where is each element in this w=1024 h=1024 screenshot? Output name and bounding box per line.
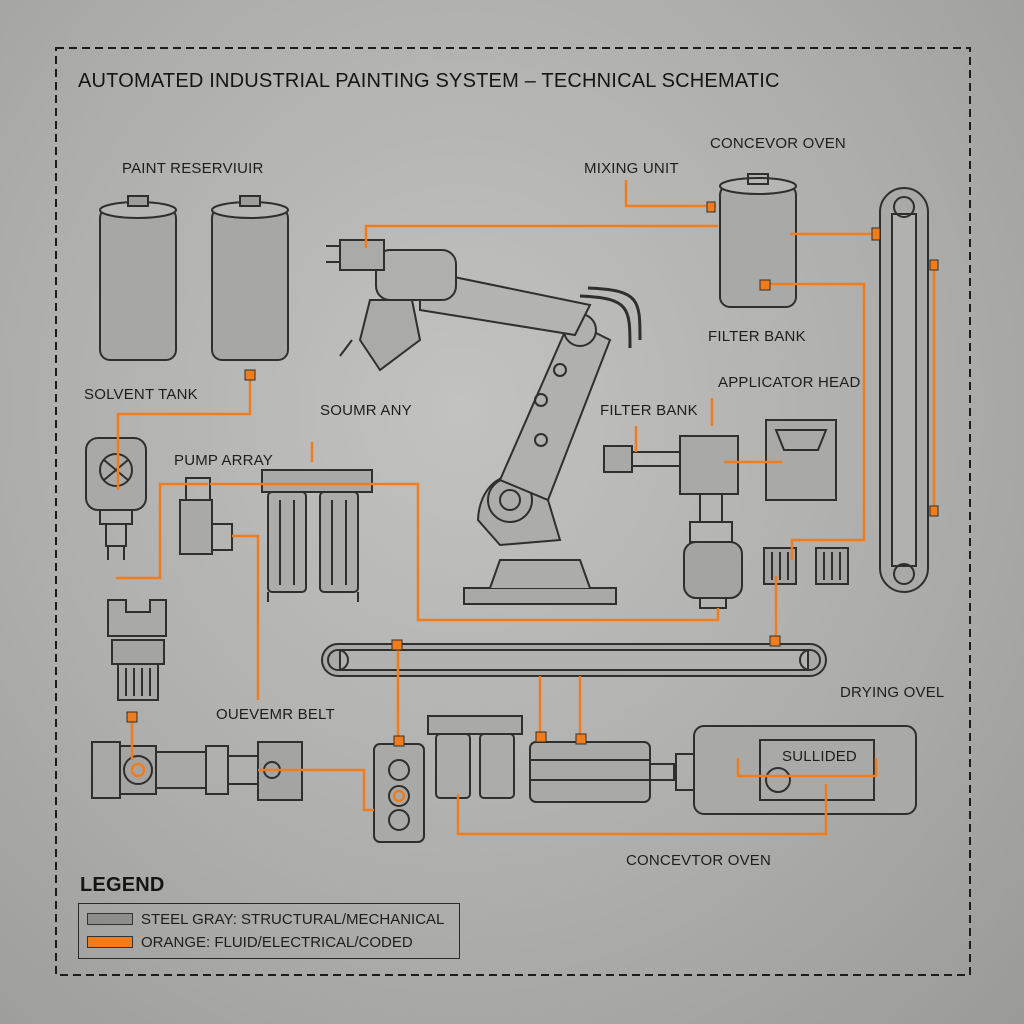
label-paint-reservoir: PAINT RESERVIUIR bbox=[122, 160, 264, 177]
fluid-line-mixing-to-gun bbox=[364, 224, 718, 248]
label-applicator-head: APPLICATOR HEAD bbox=[718, 374, 861, 391]
page-title: AUTOMATED INDUSTRIAL PAINTING SYSTEM – T… bbox=[78, 70, 780, 92]
filter-cartridges bbox=[261, 469, 373, 602]
mixing-unit-tank bbox=[719, 173, 797, 308]
fluid-line-oven-loop bbox=[456, 784, 828, 836]
robotic-arm bbox=[326, 239, 642, 605]
port bbox=[871, 227, 881, 241]
lower-motor bbox=[529, 741, 695, 803]
label-ouevemr-belt: OUEVEMR BELT bbox=[216, 706, 335, 723]
solvent-pump bbox=[85, 437, 147, 560]
legend-title: LEGEND bbox=[80, 874, 165, 896]
applicator-head bbox=[603, 435, 743, 609]
port bbox=[759, 279, 771, 291]
lower-filter-pair bbox=[427, 715, 523, 799]
port bbox=[575, 733, 587, 745]
legend-label-steel: STEEL GRAY: STRUCTURAL/MECHANICAL bbox=[141, 910, 445, 928]
drive-shaft bbox=[91, 741, 303, 801]
dashed-frame bbox=[55, 47, 971, 976]
horizontal-conveyor bbox=[321, 643, 827, 677]
port bbox=[244, 369, 256, 381]
port bbox=[535, 731, 547, 743]
port bbox=[391, 639, 403, 651]
port bbox=[769, 635, 781, 647]
label-pump-array: PUMP ARRAY bbox=[174, 452, 273, 469]
paint-reservoir-tank-left bbox=[99, 195, 177, 361]
label-mixing-unit: MIXING UNIT bbox=[584, 160, 679, 177]
fluid-line-oven-return bbox=[766, 282, 866, 560]
port bbox=[393, 735, 405, 747]
legend-label-orange: ORANGE: FLUID/ELECTRICAL/CODED bbox=[141, 933, 413, 951]
drying-oven bbox=[693, 725, 917, 815]
port bbox=[929, 259, 939, 271]
legend-item-orange: ORANGE: FLUID/ELECTRICAL/CODED bbox=[87, 932, 413, 952]
port bbox=[929, 505, 939, 517]
fluid-line-pump-to-array bbox=[116, 482, 208, 580]
control-block bbox=[373, 743, 425, 843]
label-filter-bank-mid: FILTER BANK bbox=[600, 402, 698, 419]
fluid-line-mixing-input bbox=[624, 180, 716, 208]
motor-gearbox bbox=[107, 599, 167, 701]
legend-swatch-steel bbox=[87, 913, 133, 925]
label-sullided: SULLIDED bbox=[782, 748, 857, 765]
legend-box: STEEL GRAY: STRUCTURAL/MECHANICAL ORANGE… bbox=[78, 903, 460, 959]
port bbox=[706, 201, 716, 213]
label-conveyor-oven-bottom: CONCEVTOR OVEN bbox=[626, 852, 772, 869]
label-drying-ovel: DRYING OVEL bbox=[840, 684, 945, 701]
fluid-line-shaft-to-control bbox=[258, 768, 374, 812]
filter-blocks bbox=[763, 547, 849, 585]
label-filter-bank-right: FILTER BANK bbox=[708, 328, 806, 345]
label-solmr-any: SOUMR ANY bbox=[320, 402, 412, 419]
spray-booth bbox=[765, 419, 837, 501]
pump-array-valve bbox=[179, 477, 233, 555]
fluid-line-valve-branch bbox=[232, 534, 260, 700]
label-solvent-tank: SOLVENT TANK bbox=[84, 386, 198, 403]
label-conveyor-oven-top: CONCEVOR OVEN bbox=[710, 135, 846, 152]
fluid-line-reservoir-to-pump bbox=[116, 376, 252, 490]
vertical-conveyor bbox=[879, 187, 929, 593]
fluid-node bbox=[130, 762, 146, 778]
fluid-node bbox=[392, 789, 406, 803]
fluid-line-oven-inner bbox=[736, 758, 878, 778]
paint-reservoir-tank-right bbox=[211, 195, 289, 361]
legend-swatch-orange bbox=[87, 936, 133, 948]
fluid-line-array-main bbox=[210, 482, 720, 622]
port bbox=[126, 711, 138, 723]
legend-item-steel: STEEL GRAY: STRUCTURAL/MECHANICAL bbox=[87, 909, 444, 929]
